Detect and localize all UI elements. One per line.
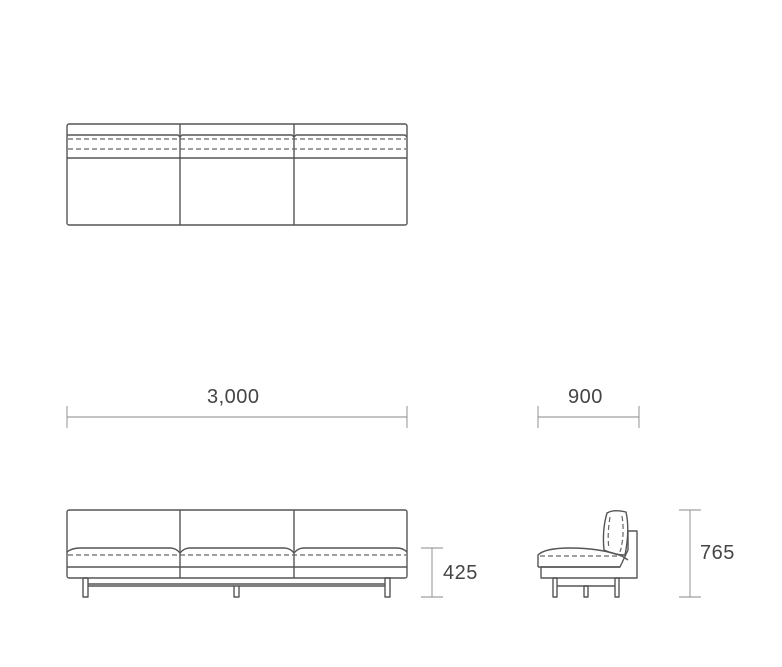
front-view xyxy=(66,509,408,598)
seat-height-dimension-label: 425 xyxy=(443,562,478,584)
total-height-dimension-label: 765 xyxy=(700,542,735,564)
width-dimension-label: 3,000 xyxy=(207,386,260,408)
top-view xyxy=(66,123,408,226)
dimension-lines xyxy=(66,406,701,598)
side-view xyxy=(537,510,638,598)
depth-dimension-label: 900 xyxy=(568,386,603,408)
